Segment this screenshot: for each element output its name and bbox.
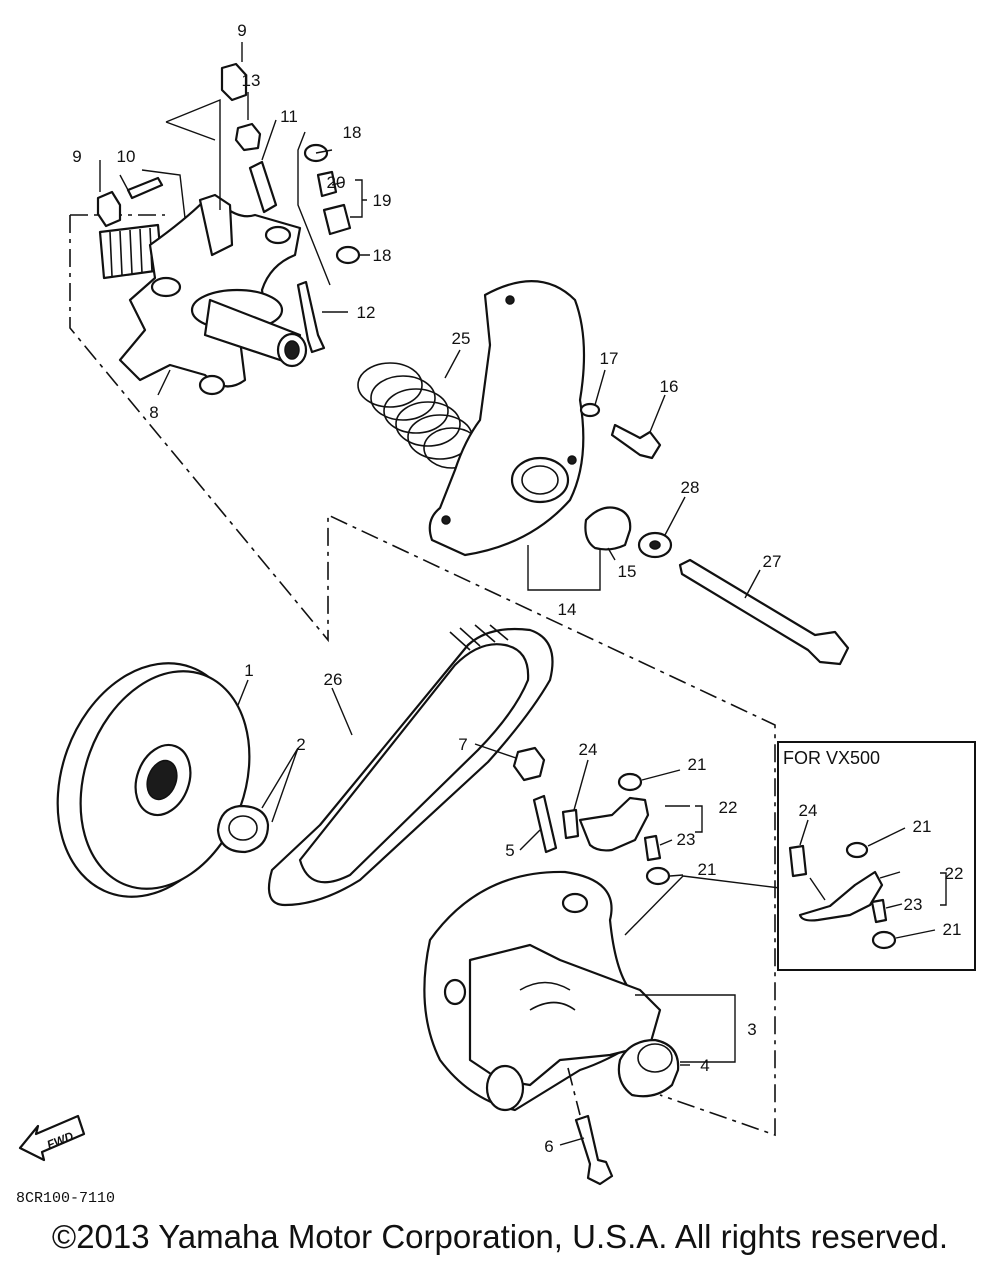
pin-11 (248, 160, 278, 214)
callout-10: 10 (117, 147, 136, 166)
callout-12: 12 (357, 303, 376, 322)
callout-11: 11 (280, 107, 298, 126)
parts-diagram: FOR VX500 FWD 8CR100-7110 9 13 11 18 9 1… (16, 21, 976, 1205)
washer-17 (579, 402, 601, 418)
callout-9-left: 9 (72, 147, 81, 166)
callout-14: 14 (558, 600, 577, 619)
collar-2 (216, 804, 270, 854)
callout-8: 8 (149, 403, 158, 422)
callout-19: 19 (373, 191, 392, 210)
callout-21-bottom: 21 (698, 860, 717, 879)
fwd-arrow-icon: FWD (18, 1114, 86, 1162)
callout-2: 2 (296, 735, 305, 754)
pin-23 (643, 834, 662, 862)
callout-20: 20 (327, 173, 346, 192)
inset-callout-22: 22 (945, 864, 964, 883)
drive-belt-26 (267, 624, 554, 907)
callout-28: 28 (681, 478, 700, 497)
inset-bolt-24 (788, 844, 808, 878)
assembly-boundary (69, 215, 776, 1137)
callout-26: 26 (324, 670, 343, 689)
callout-16: 16 (660, 377, 679, 396)
weight-clip-9-top (220, 62, 248, 102)
callout-9: 9 (237, 21, 246, 40)
inset-callout-21-bottom: 21 (943, 920, 962, 939)
fixed-sheave-1 (56, 662, 251, 898)
bolt-24 (561, 808, 580, 840)
moveable-sheave-3 (423, 870, 662, 1112)
bushing-20 (316, 170, 338, 198)
callout-1: 1 (244, 661, 253, 680)
bushing-19 (322, 203, 352, 236)
callout-24: 24 (579, 740, 598, 759)
nut-7 (512, 746, 546, 782)
primary-sheave-hub (98, 193, 308, 396)
weight-arm-22 (578, 796, 650, 852)
bushing-15 (584, 506, 632, 551)
inset-weight-arm-22 (798, 870, 884, 922)
inset-washer-21-bottom (871, 930, 897, 950)
callout-27: 27 (763, 552, 782, 571)
callout-25: 25 (452, 329, 471, 348)
callout-5: 5 (505, 841, 514, 860)
bolt-6 (574, 1114, 614, 1186)
bolt-27 (678, 558, 850, 666)
inset-callout-24: 24 (799, 801, 818, 820)
weight-clip-9-left (96, 190, 122, 228)
washer-18-bottom (335, 245, 361, 265)
inset-washer-21-top (845, 841, 869, 859)
spring-25 (357, 362, 481, 469)
inset-callout-23: 23 (904, 895, 923, 914)
inset-pin-23 (870, 898, 888, 924)
inset-box-vx500 (777, 741, 976, 971)
washer-21-top (617, 772, 643, 792)
pin-10 (126, 176, 164, 200)
callout-17: 17 (600, 349, 619, 368)
bolt-16 (610, 423, 662, 460)
diagram-code: 8CR100-7110 (16, 1190, 115, 1205)
callout-23: 23 (677, 830, 696, 849)
inset-title: FOR VX500 (783, 748, 880, 768)
callout-22: 22 (719, 798, 738, 817)
callout-18-bottom: 18 (373, 246, 392, 265)
callout-21-top: 21 (688, 755, 707, 774)
callout-4: 4 (700, 1056, 709, 1075)
spider-cover-14 (428, 280, 586, 557)
washer-21-bottom (645, 866, 671, 886)
callout-18-top: 18 (343, 123, 362, 142)
copyright-notice: ©2013 Yamaha Motor Corporation, U.S.A. A… (51, 1218, 949, 1255)
callout-13: 13 (242, 71, 261, 90)
pin-5 (532, 794, 558, 854)
bushing-4 (617, 1038, 680, 1098)
callout-6: 6 (544, 1137, 553, 1156)
callout-15: 15 (618, 562, 637, 581)
inset-callout-21-top: 21 (913, 817, 932, 836)
nut-13 (234, 122, 262, 152)
callout-3: 3 (747, 1020, 756, 1039)
callout-7: 7 (458, 735, 467, 754)
bolt-12 (296, 280, 326, 354)
